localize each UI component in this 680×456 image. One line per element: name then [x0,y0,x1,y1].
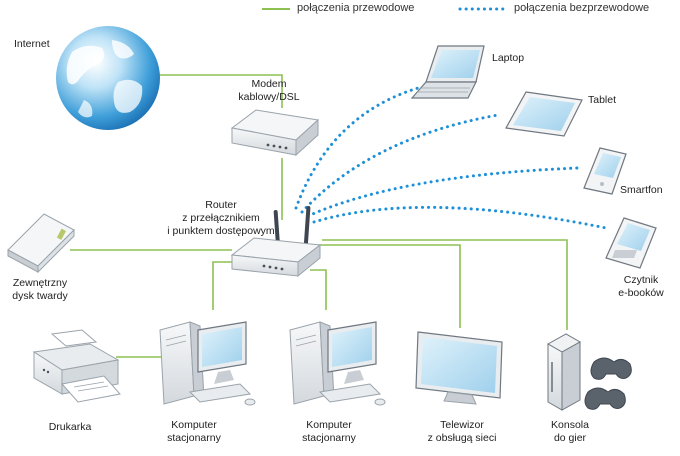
smartphone-label: Smartfon [620,184,663,196]
pc1-label-line1: Komputer [171,419,217,431]
modem-icon [230,109,320,157]
pc1-label-line2: stacjonarny [167,432,221,444]
wireless-smartphone [306,166,580,218]
smartphone-icon [583,147,627,195]
pc2-label-line1: Komputer [306,419,352,431]
console-label: Konsola do gier [530,419,610,445]
wired-connections [70,74,568,358]
tv-icon [415,331,503,405]
router-label: Router z przełącznikiem i punktem dostęp… [146,199,296,238]
internet-label: Internet [14,38,50,50]
wire-router-tv [318,244,461,328]
ereader-label-line1: Czytnik [623,274,659,286]
external-disk-icon [7,213,75,274]
tv-label-line1: Telewizor [440,419,484,431]
pc2-label-line2: stacjonarny [302,432,356,444]
external-disk-label-line1: Zewnętrzny [12,277,68,289]
laptop-label: Laptop [492,52,525,64]
external-disk-label-line2: dysk twardy [12,290,68,302]
legend-wireless-label: połączenia bezprzewodowe [514,2,650,14]
wireless-ereader [312,205,608,230]
legend-wired-label: połączenia przewodowe [297,2,415,14]
laptop-icon [410,45,485,99]
globe-icon [56,26,160,130]
game-console-icon [546,333,582,411]
wireless-connections [294,86,608,230]
wire-router-pc2 [310,269,327,310]
desktop-pc-2-icon [289,321,386,406]
router-label-line3: i punktem dostępowym [167,225,275,237]
wireless-tablet [300,113,500,214]
ereader-icon [605,217,657,269]
desktop-pc-1-icon [159,321,256,406]
tv-label: Telewizor z obsługą sieci [412,419,512,445]
printer-icon [32,329,121,403]
pc2-label: Komputer stacjonarny [289,419,369,445]
router-label-line1: Router [205,199,237,211]
wire-router-pc1 [212,261,232,310]
tablet-label: Tablet [588,94,617,106]
modem-label-line2: kablowy/DSL [238,91,300,103]
router-label-line2: z przełącznikiem [182,212,260,224]
tablet-icon [505,91,583,137]
router-icon [230,206,322,278]
modem-label: Modem kablowy/DSL [214,78,324,104]
wire-internet-modem [150,74,283,108]
gamepad-icon [584,357,632,410]
ereader-label: Czytnik e-booków [606,274,676,300]
tv-label-line2: z obsługą sieci [427,432,497,444]
external-disk-label: Zewnętrzny dysk twardy [0,277,80,303]
wire-router-console [322,239,568,330]
wireless-laptop [294,86,420,210]
console-label-line1: Konsola [551,419,589,431]
ereader-label-line2: e-booków [618,287,664,299]
modem-label-line1: Modem [251,78,287,90]
pc1-label: Komputer stacjonarny [154,419,234,445]
console-label-line2: do gier [553,432,587,444]
printer-label: Drukarka [48,421,92,433]
